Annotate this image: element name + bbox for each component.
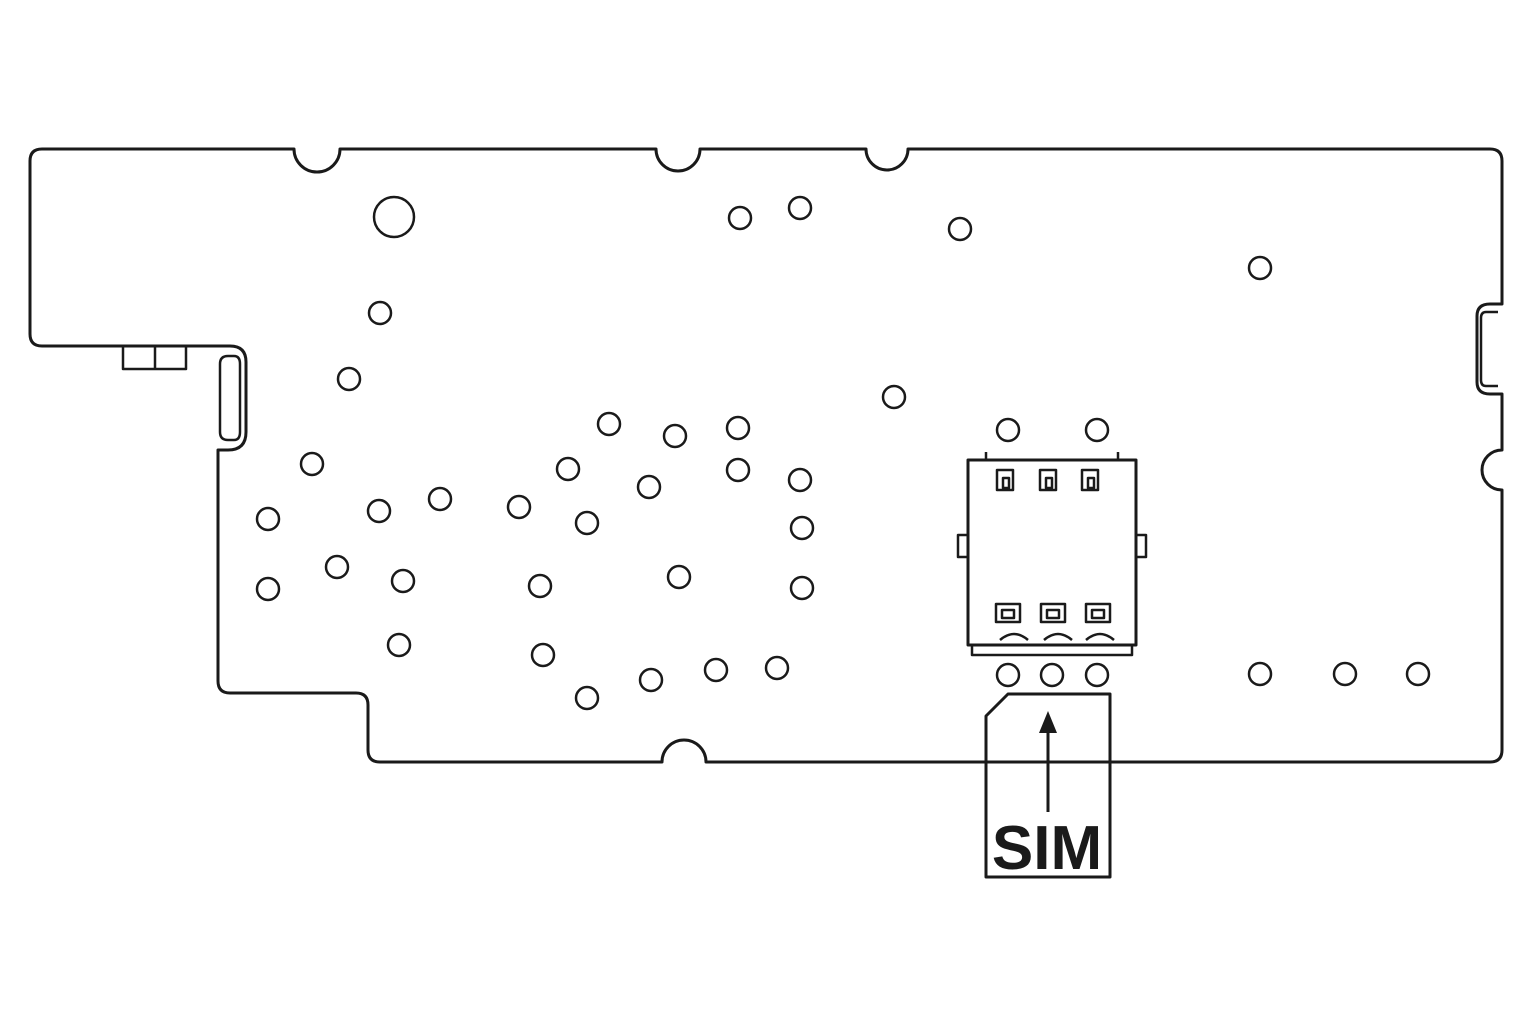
mounting-hole	[1039, 662, 1065, 688]
right-edge-notch	[1479, 310, 1498, 388]
mounting-hole	[255, 506, 281, 532]
mounting-hole	[1084, 662, 1110, 688]
circuit-board-outline	[28, 147, 1504, 764]
mounting-hole	[427, 486, 453, 512]
mounting-hole	[1084, 417, 1110, 443]
mounting-hole	[367, 300, 393, 326]
mounting-hole	[703, 657, 729, 683]
mounting-hole	[555, 456, 581, 482]
mounting-hole	[636, 474, 662, 500]
insert-direction-arrow-icon	[1039, 711, 1057, 812]
mounting-hole	[299, 451, 325, 477]
mounting-hole	[596, 411, 622, 437]
mounting-hole	[372, 195, 416, 239]
mounting-holes	[255, 195, 1431, 711]
mounting-hole	[530, 642, 556, 668]
mounting-hole	[386, 632, 412, 658]
mounting-hole	[881, 384, 907, 410]
mounting-hole	[366, 498, 392, 524]
sim-card-socket	[956, 452, 1148, 657]
mounting-hole	[727, 205, 753, 231]
left-edge-slot	[218, 354, 242, 442]
mounting-hole	[1247, 661, 1273, 687]
mounting-hole	[787, 467, 813, 493]
mounting-hole	[764, 655, 790, 681]
mounting-hole	[336, 366, 362, 392]
mounting-hole	[787, 195, 813, 221]
mounting-hole	[527, 573, 553, 599]
edge-connector-tab	[121, 346, 188, 371]
mounting-hole	[789, 515, 815, 541]
mounting-hole	[666, 564, 692, 590]
mounting-hole	[574, 510, 600, 536]
mounting-hole	[506, 494, 532, 520]
sim-card	[984, 692, 1112, 879]
mounting-hole	[1332, 661, 1358, 687]
mounting-hole	[662, 423, 688, 449]
mounting-hole	[574, 685, 600, 711]
mounting-hole	[255, 576, 281, 602]
mounting-hole	[1247, 255, 1273, 281]
mounting-hole	[324, 554, 350, 580]
mounting-hole	[725, 415, 751, 441]
mounting-hole	[995, 662, 1021, 688]
mounting-hole	[725, 457, 751, 483]
mounting-hole	[390, 568, 416, 594]
mounting-hole	[947, 216, 973, 242]
mounting-hole	[1405, 661, 1431, 687]
sim-card-label: SIM	[992, 814, 1102, 883]
mounting-hole	[995, 417, 1021, 443]
mounting-hole	[638, 667, 664, 693]
mounting-hole	[789, 575, 815, 601]
